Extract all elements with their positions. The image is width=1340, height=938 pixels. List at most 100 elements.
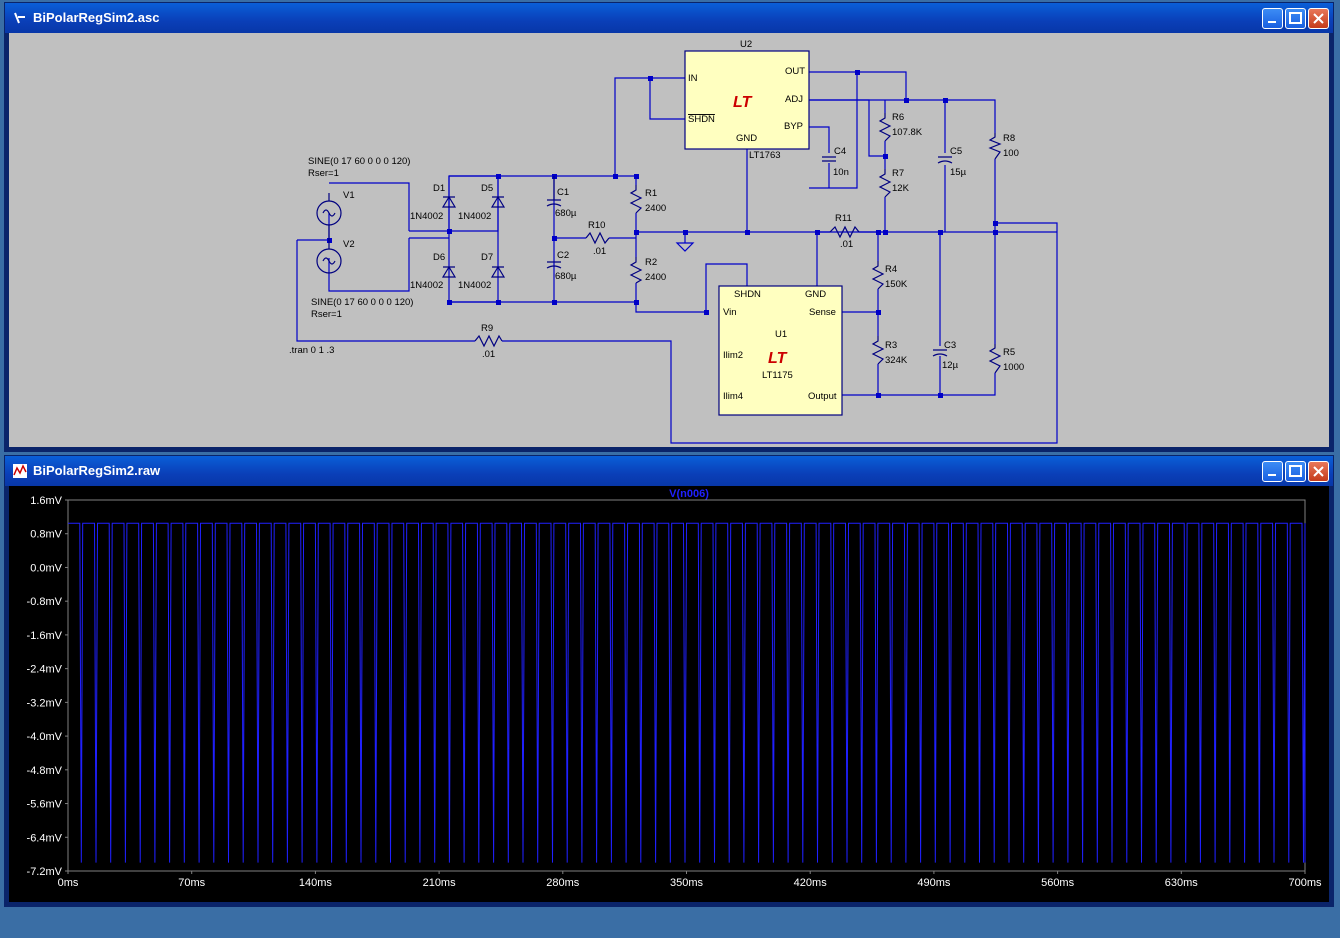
y-tick-label: 0.8mV <box>30 529 62 541</box>
waveform-chart[interactable]: V(n006) 1.6mV 0.8mV 0.0mV -0.8mV -1.6mV -2.4m… <box>9 486 1331 904</box>
r5-label: R5 <box>1003 347 1015 358</box>
maximize-button[interactable] <box>1285 8 1306 29</box>
d7-model: 1N4002 <box>458 280 491 291</box>
ground-symbol <box>675 242 695 252</box>
y-tick-label: -5.6mV <box>27 799 63 811</box>
u1-pin-shdn: SHDN <box>734 289 761 300</box>
c2-value: 680µ <box>555 271 577 282</box>
y-tick-label: -4.8mV <box>27 765 63 777</box>
waveform-plot-area[interactable]: V(n006) 1.6mV 0.8mV 0.0mV -0.8mV -1.6mV -2.4m… <box>9 486 1329 902</box>
schematic-drawing: LT LT U2 LT1763 IN SHDN GND OUT ADJ BYP … <box>289 39 1058 444</box>
v1-rser: Rser=1 <box>308 168 339 179</box>
x-tick-label: 280ms <box>546 877 580 889</box>
c4-label: C4 <box>834 146 846 157</box>
y-tick-label: -2.4mV <box>27 664 63 676</box>
d5-label: D5 <box>481 183 493 194</box>
y-tick-label: -3.2mV <box>27 697 63 709</box>
y-tick-label: -6.4mV <box>27 832 63 844</box>
x-tick-label: 630ms <box>1165 877 1199 889</box>
x-tick-label: 210ms <box>423 877 457 889</box>
x-tick-label: 70ms <box>178 877 205 889</box>
minimize-button[interactable] <box>1262 461 1283 482</box>
r8-label: R8 <box>1003 133 1015 144</box>
v2-rser: Rser=1 <box>311 309 342 320</box>
trace-v-n006[interactable] <box>68 522 1306 863</box>
r9-label: R9 <box>481 323 493 334</box>
u2-ref: U2 <box>740 39 752 50</box>
y-tick-label: -4.0mV <box>27 731 63 743</box>
r10-value: .01 <box>593 246 606 257</box>
x-tick-label: 420ms <box>794 877 828 889</box>
u1-part: LT1175 <box>762 370 793 381</box>
r3-value: 324K <box>885 355 908 366</box>
d7-label: D7 <box>481 252 493 263</box>
y-tick-label: -0.8mV <box>27 596 63 608</box>
r1-value: 2400 <box>645 203 666 214</box>
minimize-button[interactable] <box>1262 8 1283 29</box>
u1-chip <box>718 285 843 416</box>
r6-value: 107.8K <box>892 127 923 138</box>
r10-label: R10 <box>588 220 605 231</box>
r7-label: R7 <box>892 168 904 179</box>
r7-value: 12K <box>892 183 910 194</box>
d1-model: 1N4002 <box>410 211 443 222</box>
voltage-sources <box>316 193 342 274</box>
u2-lt-logo: LT <box>733 94 753 111</box>
schematic-canvas[interactable]: LT LT U2 LT1763 IN SHDN GND OUT ADJ BYP … <box>9 33 1329 447</box>
u2-chip <box>684 50 810 150</box>
u2-pin-out: OUT <box>785 66 805 77</box>
capacitors <box>546 156 953 357</box>
u1-pin-gnd: GND <box>805 289 826 300</box>
u1-pin-vin: Vin <box>723 307 737 318</box>
waveform-window[interactable]: BiPolarRegSim2.raw V(n006) 1.6mV 0.8mV 0.0… <box>4 455 1334 907</box>
u1-lt-logo: LT <box>768 350 788 367</box>
c3-label: C3 <box>944 340 956 351</box>
wires <box>296 71 1058 444</box>
u2-part: LT1763 <box>749 150 781 161</box>
y-tick-label: -1.6mV <box>27 630 63 642</box>
u1-pin-sense: Sense <box>809 307 836 318</box>
u1-pin-ilim4: Ilim4 <box>723 391 743 402</box>
r2-label: R2 <box>645 257 657 268</box>
maximize-button[interactable] <box>1285 461 1306 482</box>
r2-value: 2400 <box>645 272 666 283</box>
c1-value: 680µ <box>555 208 577 219</box>
x-tick-label: 140ms <box>299 877 333 889</box>
schematic-window[interactable]: BiPolarRegSim2.asc <box>4 2 1334 452</box>
resistors <box>474 113 1002 374</box>
r1-label: R1 <box>645 188 657 199</box>
d1-label: D1 <box>433 183 445 194</box>
d5-model: 1N4002 <box>458 211 491 222</box>
r6-label: R6 <box>892 112 904 123</box>
c3-value: 12µ <box>942 360 959 371</box>
u2-pin-shdn: SHDN <box>688 114 715 125</box>
junctions <box>327 70 998 398</box>
x-tick-label: 560ms <box>1041 877 1075 889</box>
v2-label: V2 <box>343 239 355 250</box>
taskbar-strip <box>0 908 1340 938</box>
r9-value: .01 <box>482 349 495 360</box>
component-labels: SINE(0 17 60 0 0 0 120) Rser=1 V1 V2 SIN… <box>289 112 1024 373</box>
c5-value: 15µ <box>950 167 967 178</box>
r5-value: 1000 <box>1003 362 1024 373</box>
chip-labels: U2 LT1763 IN SHDN GND OUT ADJ BYP U1 LT1… <box>688 39 837 402</box>
x-tick-label: 0ms <box>58 877 79 889</box>
close-button[interactable] <box>1308 8 1329 29</box>
r4-value: 150K <box>885 279 908 290</box>
y-tick-label: 0.0mV <box>30 562 62 574</box>
d6-label: D6 <box>433 252 445 263</box>
y-tick-label: -7.2mV <box>27 866 63 878</box>
r8-value: 100 <box>1003 148 1019 159</box>
c5-label: C5 <box>950 146 962 157</box>
diodes <box>441 195 506 278</box>
close-button[interactable] <box>1308 461 1329 482</box>
schematic-titlebar[interactable]: BiPolarRegSim2.asc <box>5 3 1333 33</box>
waveform-titlebar[interactable]: BiPolarRegSim2.raw <box>5 456 1333 486</box>
y-tick-label: 1.6mV <box>30 495 62 507</box>
r11-value: .01 <box>840 239 853 250</box>
u2-pin-adj: ADJ <box>785 94 803 105</box>
tran-directive: .tran 0 1 .3 <box>289 345 334 356</box>
trace-name-label[interactable]: V(n006) <box>669 488 709 500</box>
u2-pin-in: IN <box>688 73 698 84</box>
